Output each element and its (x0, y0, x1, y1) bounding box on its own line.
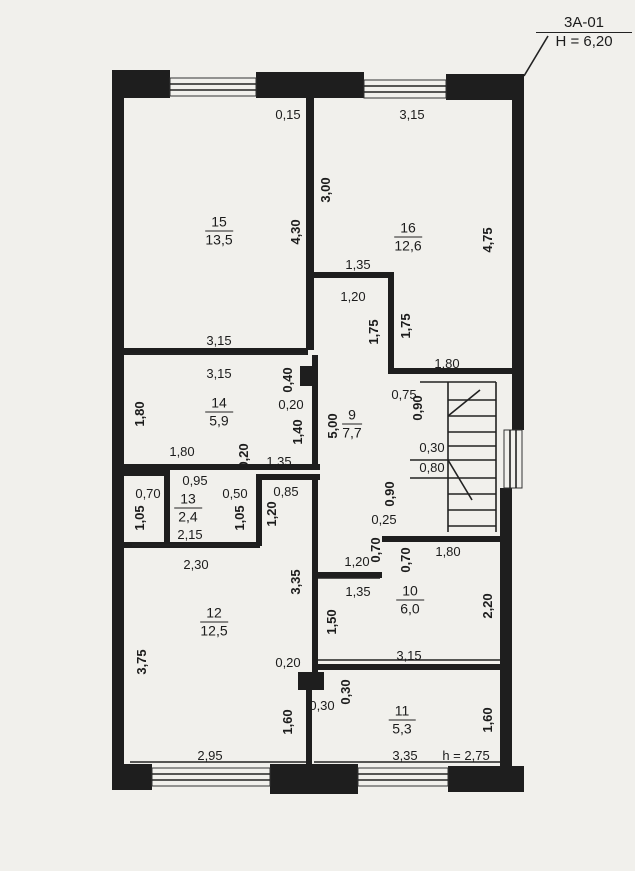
dim-label-vertical: 3,00 (318, 177, 333, 203)
corner-top-left (112, 70, 170, 98)
partition-12-corridor-top (256, 474, 320, 480)
dim-label: 1,80 (434, 356, 460, 371)
dim-label-vertical: 0,70 (398, 547, 413, 573)
dim-label: 3,15 (206, 366, 232, 381)
dim-label: 0,50 (222, 486, 248, 501)
dim-label-vertical: 1,40 (290, 419, 305, 445)
dim-label: 0,20 (275, 655, 301, 670)
dim-label: 3,15 (399, 107, 425, 122)
dim-label-vertical: 0,30 (338, 679, 353, 705)
stamp-leader-line (523, 35, 549, 77)
dim-label-vertical: 0,70 (368, 537, 383, 563)
dim-label-vertical: 1,75 (398, 313, 413, 339)
dim-label-vertical: 5,00 (325, 413, 340, 439)
corner-top-right (446, 74, 524, 100)
vent-block (124, 468, 166, 476)
dim-label: 2,15 (177, 527, 203, 542)
dim-label: 0,25 (371, 512, 397, 527)
partition-15-16 (306, 98, 314, 350)
dim-label: 0,15 (275, 107, 301, 122)
dim-label-vertical: 4,75 (480, 227, 495, 253)
stamp-height: H = 6,20 (555, 33, 613, 50)
partition-13-left (164, 470, 170, 542)
dim-label-vertical: 0,20 (236, 443, 251, 469)
dim-label-vertical: 0,90 (410, 395, 425, 421)
partition-10-stair (382, 536, 500, 542)
dim-label-vertical: 1,60 (480, 707, 495, 733)
partition-14-13 (124, 464, 320, 470)
dim-label: 2,30 (183, 557, 209, 572)
column-lower (298, 672, 324, 690)
dim-label: 0,30 (309, 698, 335, 713)
dim-label: 3,35 (392, 748, 418, 763)
dim-label-vertical: 1,80 (132, 401, 147, 427)
dim-label-vertical: 0,90 (382, 481, 397, 507)
corner-bottom-right (448, 766, 524, 792)
window-right (503, 429, 523, 489)
window-bottom-left (151, 767, 271, 787)
dim-label: 0,80 (419, 460, 445, 475)
dim-label: 1,80 (435, 544, 461, 559)
dim-label-vertical: 3,75 (134, 649, 149, 675)
dim-label-vertical: 3,35 (288, 569, 303, 595)
corner-bottom-left (112, 764, 152, 790)
partition-13-right (256, 474, 262, 546)
dim-label: 1,20 (340, 289, 366, 304)
window-top-left (169, 77, 257, 97)
dim-label-vertical: 1,50 (324, 609, 339, 635)
partition-10-top-left (314, 572, 382, 578)
partition-16-stair (388, 368, 512, 374)
pier-bottom-middle (270, 764, 358, 794)
outer-wall-left (112, 70, 124, 790)
dim-label: 1,35 (266, 454, 292, 469)
dim-label: 1,35 (345, 257, 371, 272)
dim-label-vertical: 4,30 (288, 219, 303, 245)
partition-10-11 (314, 664, 504, 670)
dim-label: 0,75 (391, 387, 417, 402)
staircase (410, 381, 497, 532)
dim-label-vertical: 0,40 (280, 367, 295, 393)
window-bottom-right (357, 767, 449, 787)
dim-label-vertical: 2,20 (480, 593, 495, 619)
dim-label-vertical: 1,20 (264, 501, 279, 527)
partition-14-corridor (312, 355, 318, 465)
dim-label-vertical: 1,60 (280, 709, 295, 735)
height-stamp: 3A-01 H = 6,20 (536, 14, 632, 51)
dim-label: 1,35 (345, 584, 371, 599)
partition-corridor-16-side (388, 272, 394, 374)
outer-wall-right-lower (500, 488, 512, 790)
outer-wall-right-upper (512, 74, 524, 430)
dim-label: 0,85 (273, 484, 299, 499)
partition-12-11 (306, 690, 312, 766)
dimension-lines (130, 353, 500, 763)
dim-label-vertical: 1,05 (132, 505, 147, 531)
stamp-code: 3A-01 (536, 14, 632, 33)
dim-label: 0,20 (278, 397, 304, 412)
window-top-right (363, 79, 447, 99)
dim-label: 1,20 (344, 554, 370, 569)
dim-label: 2,95 (197, 748, 223, 763)
partition-15-14 (124, 348, 308, 355)
dim-label: 1,80 (169, 444, 195, 459)
dim-label-vertical: 1,75 (366, 319, 381, 345)
dim-label: 3,15 (396, 648, 422, 663)
ceiling-height-note: h = 2,75 (442, 748, 490, 763)
dim-label: 0,30 (419, 440, 445, 455)
column-upper (300, 366, 318, 386)
dim-label: 0,95 (182, 473, 208, 488)
partition-16-corridor (314, 272, 394, 278)
dim-label-vertical: 1,05 (232, 505, 247, 531)
pier-top-middle (256, 72, 364, 98)
dim-label: 0,70 (135, 486, 161, 501)
dim-label: 3,15 (206, 333, 232, 348)
